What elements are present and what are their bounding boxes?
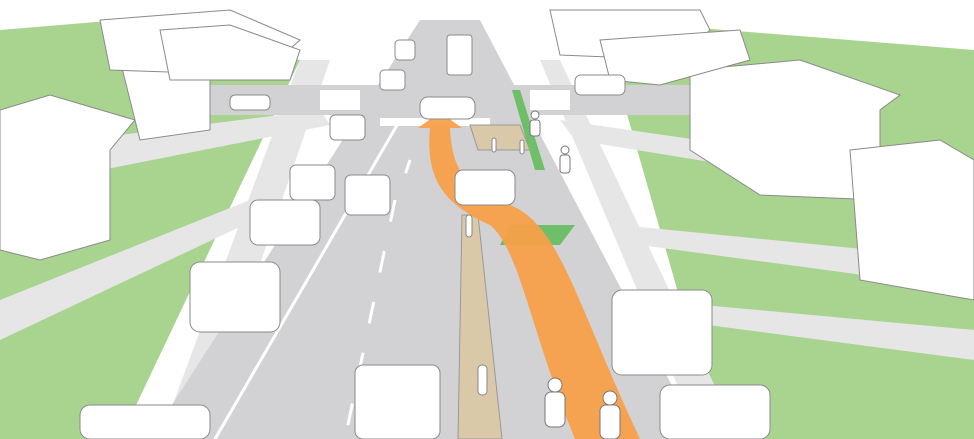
cars [79,34,771,439]
cyclists [529,110,621,439]
houses [0,9,974,301]
bollards [465,137,525,396]
bike-lane-green [512,90,545,170]
lane-markings [213,119,412,439]
